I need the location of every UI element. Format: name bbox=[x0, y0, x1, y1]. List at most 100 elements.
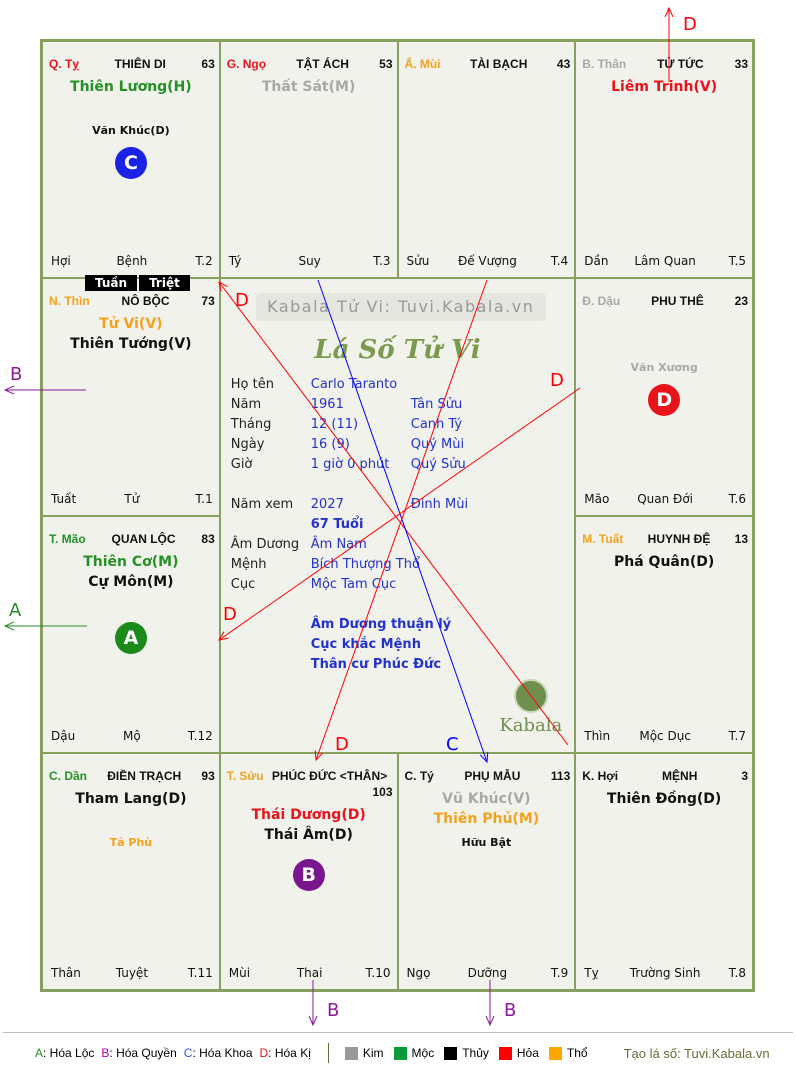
branch: Sửu bbox=[406, 254, 430, 269]
major-star: Liêm Trinh(V) bbox=[611, 79, 718, 95]
palace-age: 73 bbox=[201, 294, 215, 309]
major-stars: Tham Lang(D) bbox=[43, 789, 219, 809]
major-star: Thiên Tướng(V) bbox=[70, 336, 192, 353]
can-chi: B. Thân bbox=[582, 57, 627, 71]
period: T.4 bbox=[550, 254, 569, 269]
palace-name: TÀI BẠCH bbox=[470, 57, 528, 71]
info-value: 1961 bbox=[310, 397, 344, 413]
palace-age: 103 bbox=[372, 784, 393, 799]
hoa-arrow-label: B bbox=[327, 1000, 339, 1021]
palace-name: NÔ BỘC bbox=[121, 294, 170, 309]
major-stars: Thiên Cơ(M)Cự Môn(M) bbox=[43, 552, 219, 592]
legend-hoa-text: : Hóa Khoa bbox=[192, 1046, 253, 1060]
major-star: Tử Vi(V) bbox=[99, 316, 163, 333]
legend-separator bbox=[327, 1043, 329, 1063]
branch: Thân bbox=[51, 966, 81, 980]
palace-name: TẬT ÁCH bbox=[296, 57, 349, 71]
major-star: Thái Âm(D) bbox=[264, 826, 353, 843]
info-label: Mệnh bbox=[230, 557, 267, 573]
info-value: 16 (9) bbox=[310, 437, 350, 453]
branch: Ngọ bbox=[406, 966, 431, 980]
life-stage: Lâm Quan bbox=[634, 254, 696, 269]
major-stars: Thiên Đồng(D) bbox=[576, 789, 752, 809]
major-star: Tham Lang(D) bbox=[75, 790, 187, 807]
info-can-chi: Quý Sửu bbox=[410, 457, 466, 473]
palace-name: THIÊN DI bbox=[114, 57, 166, 71]
palace-age: 93 bbox=[201, 768, 215, 783]
branch: Thìn bbox=[584, 728, 611, 743]
info-label: Giờ bbox=[230, 457, 253, 473]
element-label: Kim bbox=[362, 1046, 384, 1060]
minor-star: Tả Phù bbox=[109, 835, 153, 849]
info-value: Cục khắc Mệnh bbox=[310, 637, 421, 653]
info-can-chi: Canh Tý bbox=[410, 417, 463, 433]
period: T.3 bbox=[373, 254, 391, 269]
minor-star: Hữu Bật bbox=[461, 835, 512, 849]
can-chi: C. Dần bbox=[49, 768, 88, 783]
legend-hoa-text: : Hóa Kị bbox=[268, 1046, 311, 1060]
palace-header: Q. Tỵ THIÊN DI 63 bbox=[49, 56, 215, 72]
palace-age: 63 bbox=[201, 57, 215, 71]
life-stage: Mộ bbox=[123, 728, 141, 743]
branch: Tuất bbox=[51, 491, 77, 506]
legend-hoa-text: : Hóa Lộc bbox=[43, 1046, 95, 1060]
info-label: Âm Dương bbox=[230, 537, 300, 553]
life-stage: Thai bbox=[296, 966, 323, 980]
palace-age: 53 bbox=[379, 57, 393, 71]
legend-hoa-item: D: Hóa Kị bbox=[260, 1046, 311, 1060]
major-stars: Phá Quân(D) bbox=[576, 552, 752, 572]
palace-age: 113 bbox=[550, 768, 571, 783]
period: T.12 bbox=[187, 728, 213, 743]
info-label: Năm xem bbox=[230, 497, 294, 513]
tuan-triet-tag: Tuần bbox=[85, 275, 138, 292]
hoa-badge: B bbox=[292, 858, 325, 891]
palace-name: PHÚC ĐỨC <THÂN> bbox=[271, 768, 388, 783]
info-label: Năm bbox=[230, 397, 262, 413]
hoa-badge: D bbox=[648, 384, 681, 417]
major-star: Thất Sát(M) bbox=[261, 79, 356, 95]
credit-text[interactable]: Tạo lá số: Tuvi.Kabala.vn bbox=[623, 1045, 770, 1061]
can-chi: K. Hợi bbox=[582, 768, 619, 783]
element-label: Mộc bbox=[411, 1046, 435, 1060]
major-star: Vũ Khúc(V) bbox=[442, 790, 531, 807]
palace-age: 23 bbox=[734, 294, 748, 309]
info-label: Tháng bbox=[230, 417, 272, 433]
legend-hoa-item: A: Hóa Lộc bbox=[35, 1046, 94, 1060]
can-chi: Đ. Dậu bbox=[582, 294, 621, 309]
can-chi: G. Ngọ bbox=[226, 57, 267, 71]
branch: Hợi bbox=[51, 254, 71, 269]
major-stars: Tử Vi(V) Thiên Tướng(V) bbox=[43, 314, 219, 354]
element-label: Thổ bbox=[566, 1046, 588, 1060]
branch: Tỵ bbox=[584, 966, 599, 980]
can-chi: Q. Tỵ bbox=[49, 57, 80, 71]
life-stage: Suy bbox=[298, 254, 321, 269]
divider bbox=[3, 1032, 793, 1033]
period: T.6 bbox=[728, 491, 746, 506]
info-can-chi: Tân Sửu bbox=[410, 397, 463, 413]
legend-hoa-key: C bbox=[183, 1046, 193, 1060]
palace-age: 33 bbox=[734, 57, 748, 71]
info-value: Bích Thượng Thổ bbox=[310, 557, 420, 573]
can-chi: C. Tý bbox=[404, 768, 434, 783]
palace-name: HUYNH ĐỆ bbox=[647, 531, 711, 546]
